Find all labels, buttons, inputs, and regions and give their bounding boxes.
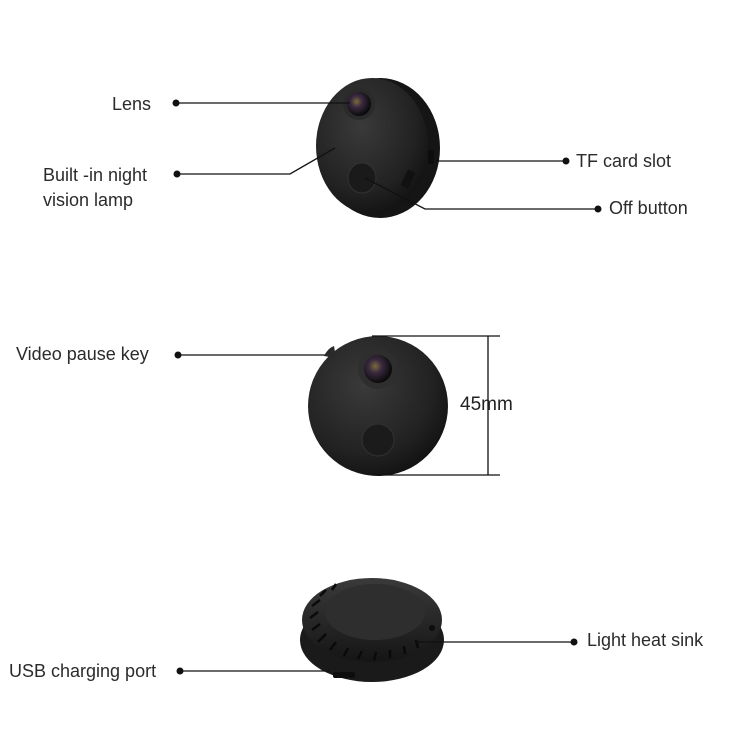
camera-front-angled (316, 78, 440, 218)
label-light-heat-sink: Light heat sink (587, 630, 704, 650)
off-button-icon (347, 162, 377, 194)
dimension-label: 45mm (460, 394, 513, 415)
camera-back (300, 578, 444, 682)
leader-lines (176, 102, 596, 672)
label-tf-card-slot: TF card slot (576, 151, 672, 171)
label-video-pause-key: Video pause key (16, 344, 149, 364)
label-night-vision-line2: vision lamp (43, 190, 134, 210)
callout-dots (172, 99, 602, 675)
label-night-vision-line1: Built -in night (43, 165, 148, 185)
label-lens: Lens (112, 94, 152, 114)
label-off-button: Off button (609, 198, 688, 218)
camera-front-flat (308, 336, 448, 476)
label-usb-charging-port: USB charging port (9, 661, 157, 681)
